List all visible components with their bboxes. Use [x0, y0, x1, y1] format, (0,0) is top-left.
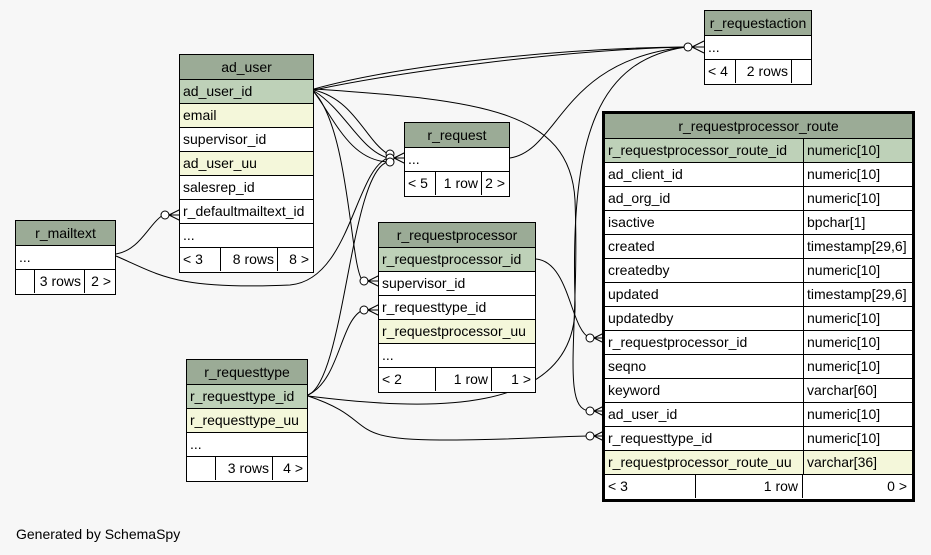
- edge-mailtext-to-request: [115, 157, 389, 287]
- table-r-requesttype[interactable]: r_requesttype r_requesttype_id r_request…: [186, 359, 308, 482]
- table-title: r_mailtext: [16, 221, 115, 246]
- edge-marker: [359, 276, 369, 286]
- row-count: 2 rows: [735, 60, 791, 83]
- column-row: r_defaultmailtext_id: [180, 200, 313, 224]
- table-title: ad_user: [180, 55, 313, 80]
- column-row: ad_user_uu: [180, 152, 313, 176]
- children-link[interactable]: 4 >: [272, 457, 307, 480]
- column-row: ...: [405, 148, 509, 172]
- edge-requesttype-to-action: [307, 46, 687, 405]
- table-r-requestaction[interactable]: r_requestaction ... < 4 2 rows: [704, 10, 812, 85]
- table-title: r_request: [405, 123, 509, 148]
- parents-link[interactable]: < 2: [382, 371, 402, 387]
- edge-request-to-action: [509, 46, 687, 159]
- table-r-mailtext[interactable]: r_mailtext ... 3 rows 2 >: [15, 220, 116, 295]
- parents-link[interactable]: < 3: [608, 478, 628, 494]
- table-title: r_requesttype: [187, 360, 307, 385]
- row-count: 3 rows: [34, 270, 84, 293]
- table-footer: < 4 2 rows: [705, 60, 811, 84]
- children-link[interactable]: [791, 60, 811, 83]
- edge-requesttype-to-processor: [307, 309, 364, 396]
- row-count: 3 rows: [215, 457, 272, 480]
- table-footer: < 2 1 row 1 >: [379, 368, 535, 392]
- edge-ad-user-to-request-2: [313, 90, 389, 159]
- column-row: ...: [379, 344, 535, 368]
- column-row: r_requesttype_uu: [187, 409, 307, 433]
- table-footer: 3 rows 2 >: [16, 270, 115, 294]
- edge-marker: [585, 406, 595, 416]
- table-footer: 3 rows 4 >: [187, 457, 307, 481]
- edge-processor-to-route: [535, 258, 591, 339]
- column-row: r_requestprocessor_uu: [379, 320, 535, 344]
- crowfoot: [691, 40, 705, 54]
- edge-ad-user-to-processor: [313, 91, 364, 282]
- column-row: r_requesttype_id: [187, 385, 307, 409]
- children-link[interactable]: 1 >: [491, 368, 535, 391]
- children-link[interactable]: 0 >: [802, 475, 912, 498]
- edge-mailtext-to-ad-user: [115, 214, 164, 255]
- table-title: r_requestprocessor: [379, 223, 535, 248]
- children-link[interactable]: 2 >: [481, 172, 509, 195]
- parents-link[interactable]: < 5: [408, 175, 428, 191]
- table-r-requestprocessor-route[interactable]: r_requestprocessor_route r_requestproces…: [602, 111, 915, 502]
- edge-marker: [585, 333, 595, 343]
- generated-by-label: Generated by SchemaSpy: [16, 526, 181, 542]
- edge-ad-user-to-request-1: [313, 89, 389, 155]
- edge-marker: [359, 305, 369, 315]
- column-row: supervisor_id: [180, 128, 313, 152]
- table-r-request[interactable]: r_request ... < 5 1 row 2 >: [404, 122, 510, 197]
- edge-ad-user-to-requestaction-2: [313, 46, 687, 91]
- column-row: r_requesttype_id: [379, 296, 535, 320]
- edge-marker: [585, 431, 595, 441]
- edge-marker: [683, 42, 693, 52]
- parents-link[interactable]: < 4: [708, 63, 728, 79]
- table-footer: < 3 8 rows 8 >: [180, 248, 313, 272]
- edge-marker: [385, 157, 395, 167]
- row-count: 1 row: [435, 368, 491, 391]
- edge-ad-user-to-route: [313, 88, 591, 412]
- parents-link[interactable]: [187, 457, 215, 480]
- column-row: ...: [187, 433, 307, 457]
- table-title: r_requestprocessor_route: [605, 114, 912, 139]
- column-row: ...: [16, 246, 115, 270]
- table-r-requestprocessor[interactable]: r_requestprocessor r_requestprocessor_id…: [378, 222, 536, 393]
- row-count: 1 row: [695, 475, 802, 498]
- parents-link[interactable]: < 3: [183, 251, 203, 267]
- edge-marker: [160, 210, 170, 220]
- edge-requesttype-to-route: [307, 395, 591, 441]
- children-link[interactable]: 8 >: [277, 248, 313, 271]
- edge-ad-user-to-requestaction: [313, 46, 687, 90]
- column-row: ad_user_id: [180, 80, 313, 104]
- row-count: 8 rows: [220, 248, 277, 271]
- row-count: 1 row: [435, 172, 481, 195]
- table-footer: < 3 1 row 0 >: [605, 475, 912, 499]
- column-row: email: [180, 104, 313, 128]
- table-title: r_requestaction: [705, 11, 811, 36]
- column-row: r_requestprocessor_id: [379, 248, 535, 272]
- table-ad-user[interactable]: ad_user ad_user_id email supervisor_id a…: [179, 54, 314, 273]
- column-row: ...: [705, 36, 811, 60]
- column-row: salesrep_id: [180, 176, 313, 200]
- table-footer: < 5 1 row 2 >: [405, 172, 509, 196]
- parents-link[interactable]: [16, 270, 34, 293]
- edge-requesttype-to-request: [307, 161, 389, 396]
- column-row: ...: [180, 224, 313, 248]
- children-link[interactable]: 2 >: [84, 270, 115, 293]
- column-row: supervisor_id: [379, 272, 535, 296]
